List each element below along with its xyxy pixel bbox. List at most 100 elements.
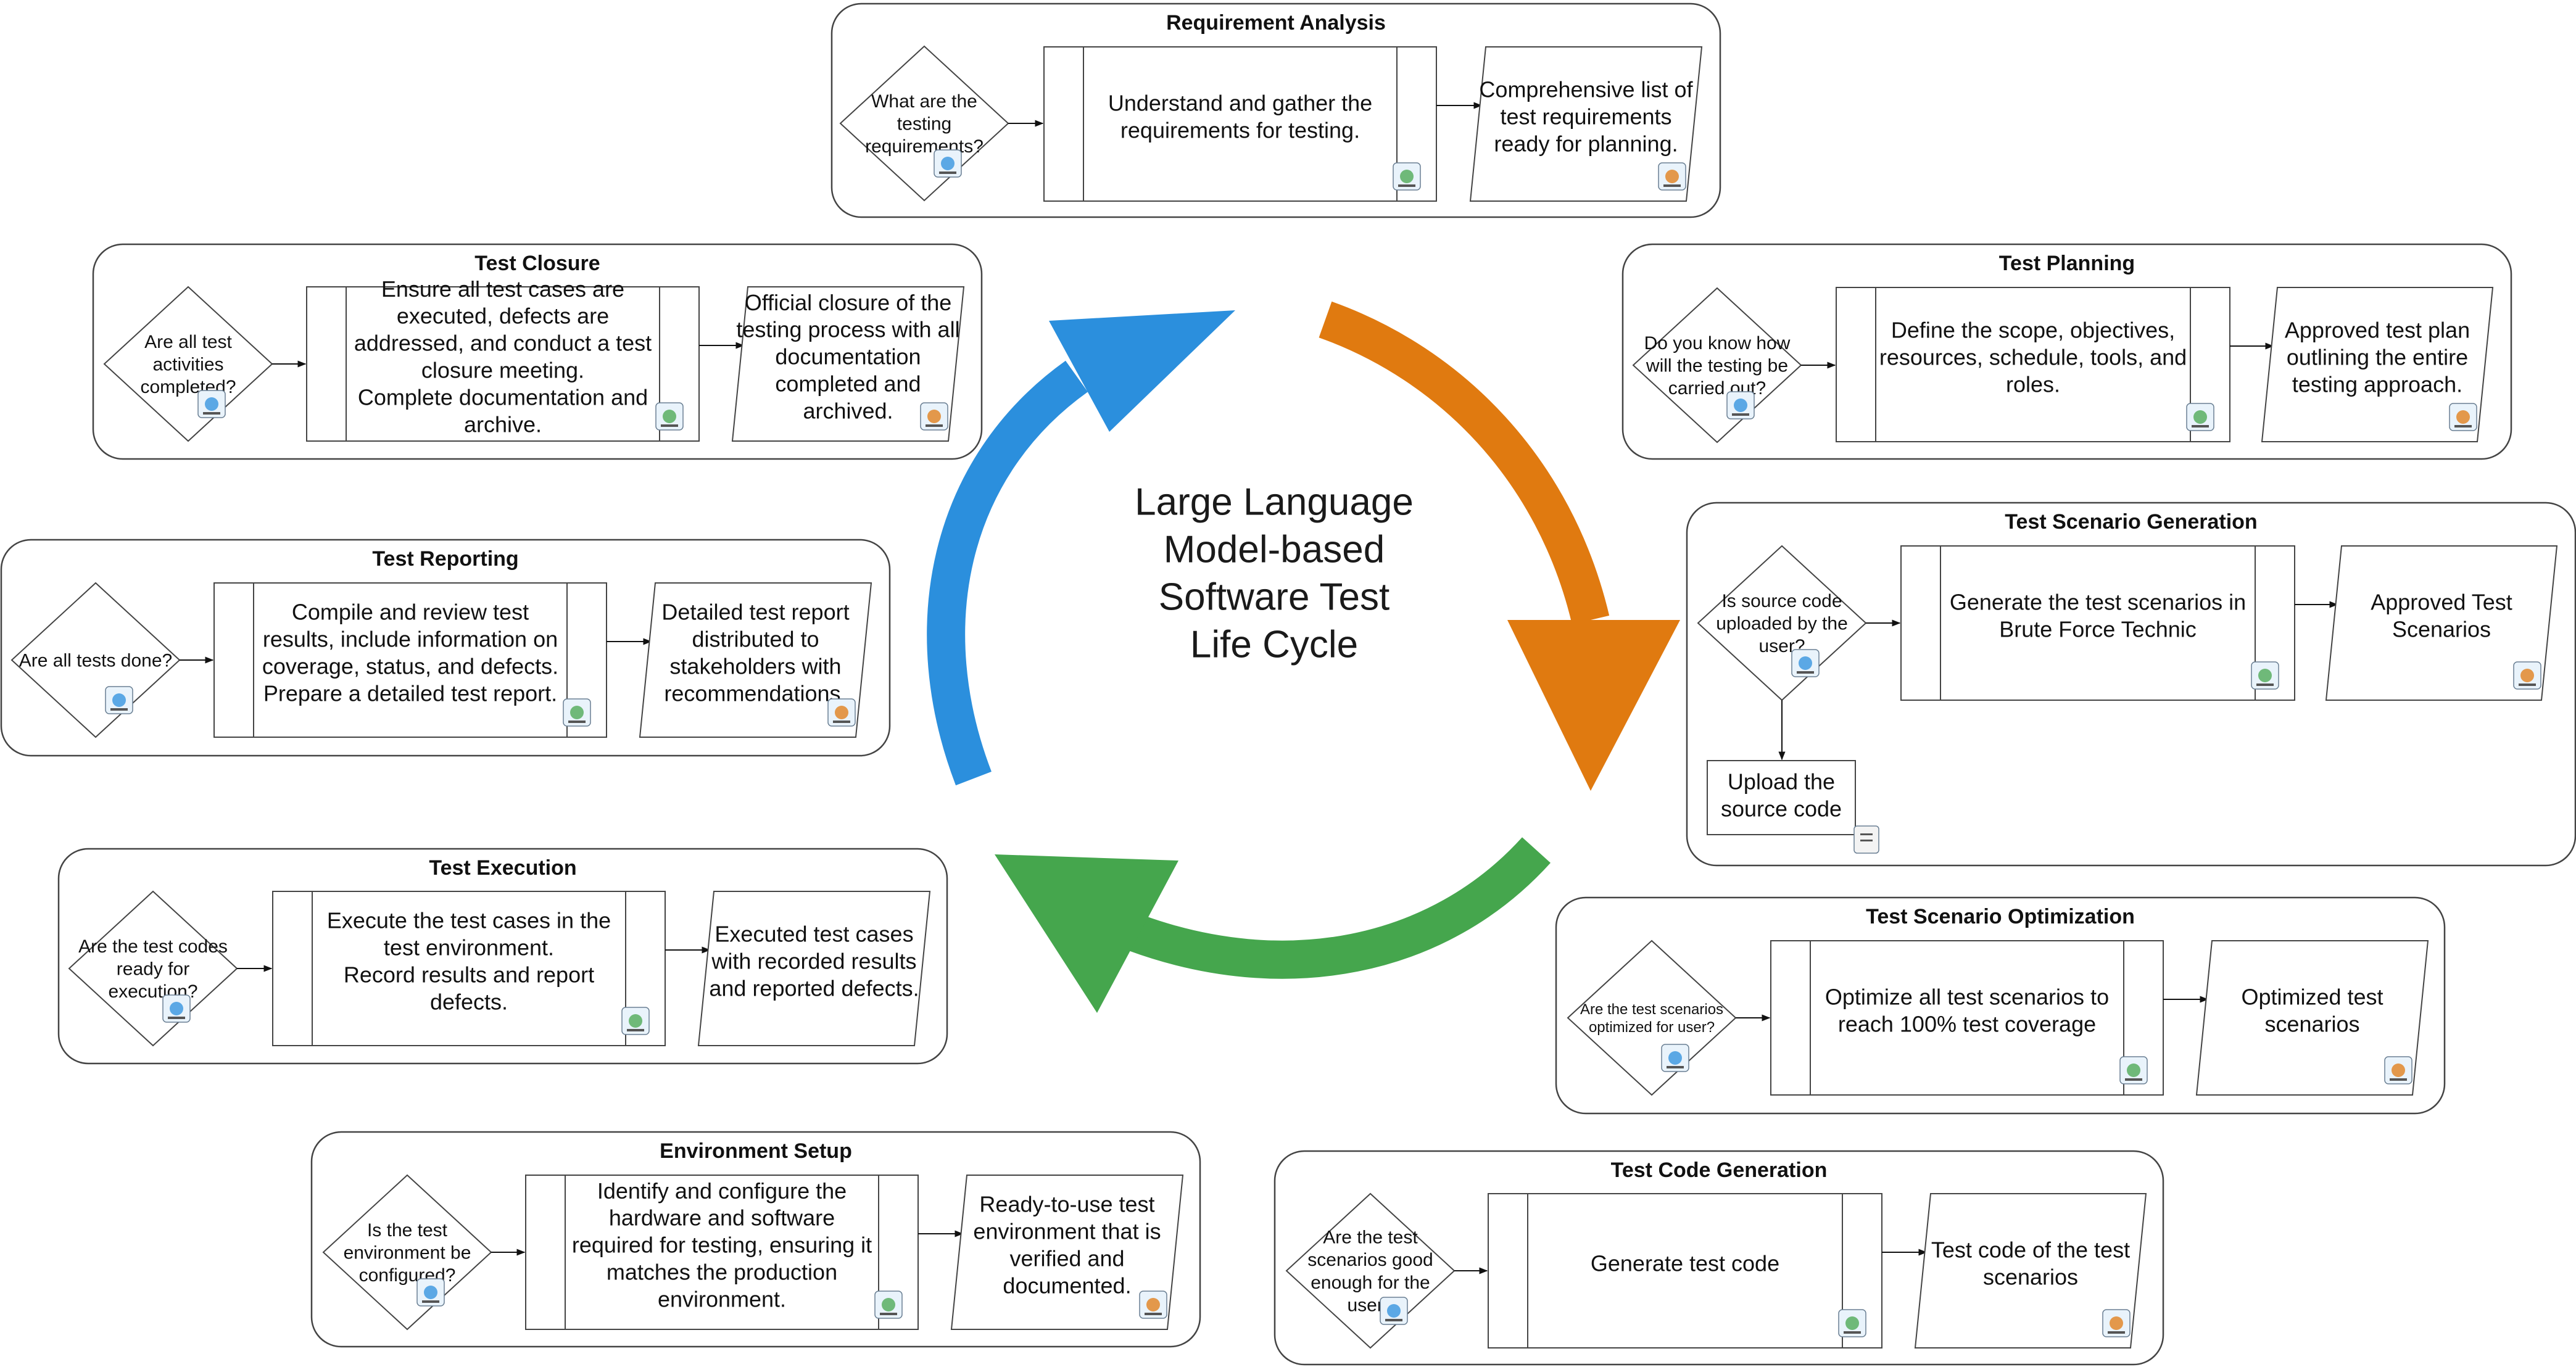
- user-icon: [1791, 649, 1820, 677]
- process-box: [272, 891, 666, 1046]
- decision-diamond: [322, 1174, 492, 1331]
- output-parallelogram: [639, 582, 872, 738]
- output-parallelogram: [2325, 545, 2558, 701]
- green-arrowhead: [995, 854, 1178, 1013]
- decision-diamond: [10, 582, 181, 738]
- archive-icon: [920, 402, 948, 431]
- blue-cycle-arrow: [927, 360, 1088, 786]
- approved-document-icon: [2513, 661, 2541, 690]
- stage-title: Test Scenario Optimization: [1866, 905, 2135, 928]
- process-box: [1770, 940, 2164, 1096]
- decision-diamond: [839, 45, 1009, 202]
- checklist-icon: [934, 149, 962, 178]
- decision-diamond: [1632, 287, 1802, 444]
- orange-cycle-arrow: [1319, 301, 1610, 625]
- stage-title: Environment Setup: [660, 1139, 852, 1163]
- code-icon: [1838, 1309, 1866, 1337]
- checklist-icon: [197, 390, 226, 418]
- stage-title: Test Closure: [474, 252, 600, 275]
- stage-title: Test Code Generation: [1611, 1158, 1828, 1182]
- process-box: [1900, 545, 2295, 701]
- optimization-icon: [1661, 1044, 1689, 1072]
- laptop-icon: [2251, 661, 2279, 690]
- target-icon: [2384, 1056, 2412, 1084]
- stage-title: Test Execution: [429, 856, 576, 880]
- output-parallelogram: [697, 891, 931, 1046]
- blue-arrowhead: [1049, 310, 1235, 432]
- decision-diamond: [103, 286, 273, 442]
- certificate-icon: [621, 1007, 650, 1035]
- requirements-board-icon: [1658, 162, 1686, 191]
- output-parallelogram: [1914, 1193, 2147, 1348]
- process-text: Generate test code: [1591, 1251, 1779, 1276]
- process-box: [306, 286, 700, 442]
- decision-diamond: [1285, 1192, 1456, 1349]
- output-parallelogram: [2261, 287, 2494, 442]
- decision-diamond: [1567, 940, 1737, 1096]
- document-search-icon: [1393, 162, 1421, 191]
- decision-question: Are all tests done?: [19, 651, 172, 671]
- process-box: [1488, 1193, 1882, 1348]
- chart-icon: [105, 686, 133, 714]
- stage-title: Test Reporting: [372, 547, 518, 571]
- process-box: [525, 1175, 919, 1330]
- brain-icon: [1726, 391, 1755, 419]
- review-icon: [1380, 1297, 1408, 1325]
- cycle-arrows: [927, 301, 1680, 1013]
- upload-document-icon: [1853, 825, 1879, 854]
- code-badge-icon: [2102, 1309, 2131, 1337]
- process-text: Define the scope, objectives,resources, …: [1879, 318, 2187, 397]
- stage-title: Test Planning: [1999, 252, 2135, 275]
- decision-diamond: [68, 890, 238, 1047]
- output-parallelogram: [950, 1175, 1184, 1330]
- process-box: [1043, 46, 1437, 202]
- process-box: [1836, 287, 2230, 442]
- approved-document-icon: [2449, 403, 2477, 431]
- globe-icon: [874, 1291, 903, 1319]
- dashboard-icon: [2119, 1056, 2148, 1084]
- server-icon: [416, 1278, 445, 1307]
- gear-network-icon: [2186, 403, 2214, 431]
- globe-network-icon: [655, 402, 684, 431]
- green-cycle-arrow: [1129, 837, 1551, 979]
- stage-title: Test Scenario Generation: [2005, 510, 2257, 534]
- workstation-icon: [1139, 1291, 1167, 1319]
- orange-arrowhead: [1507, 620, 1680, 791]
- report-icon: [563, 698, 591, 727]
- process-box: [213, 582, 607, 738]
